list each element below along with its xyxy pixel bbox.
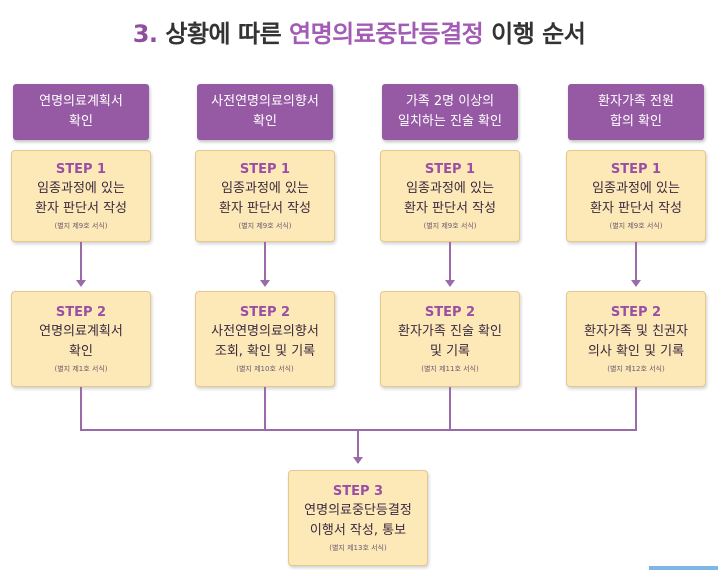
step1-desc: 임종과정에 있는 환자 판단서 작성: [219, 181, 311, 216]
connector-col1: [80, 242, 82, 280]
header-family-consensus-check: 환자가족 전원 합의 확인: [568, 84, 704, 140]
title-pre: 상황에 따른: [165, 20, 282, 48]
step1-note: (별지 제9호 서식): [423, 222, 477, 230]
step3-desc: 연명의료중단등결정 이행서 작성, 통보: [304, 503, 412, 538]
step2-desc: 환자가족 진술 확인 및 기록: [398, 324, 502, 359]
step1-box-col3: STEP 1 임종과정에 있는 환자 판단서 작성 (별지 제9호 서식): [380, 150, 520, 242]
step1-note: (별지 제9호 서식): [54, 222, 108, 230]
step2-desc: 사전연명의료의향서 조회, 확인 및 기록: [211, 324, 319, 359]
corner-decoration: [649, 566, 718, 570]
arrow-down-icon: [260, 280, 270, 287]
step3-note: (별지 제13호 서식): [329, 544, 387, 552]
step2-note: (별지 제11호 서식): [421, 365, 479, 373]
step2-label: STEP 2: [239, 305, 291, 320]
title-number: 3.: [132, 20, 158, 48]
step2-label: STEP 2: [55, 305, 107, 320]
arrow-down-icon: [353, 457, 363, 464]
step1-label: STEP 1: [424, 162, 476, 177]
step1-label: STEP 1: [239, 162, 291, 177]
step2-box-col2: STEP 2 사전연명의료의향서 조회, 확인 및 기록 (별지 제10호 서식…: [195, 291, 335, 387]
step2-note: (별지 제12호 서식): [607, 365, 665, 373]
merge-line-col1: [80, 387, 82, 431]
step1-desc: 임종과정에 있는 환자 판단서 작성: [404, 181, 496, 216]
step2-box-col3: STEP 2 환자가족 진술 확인 및 기록 (별지 제11호 서식): [380, 291, 520, 387]
arrow-down-icon: [445, 280, 455, 287]
merge-line-col4: [635, 387, 637, 431]
connector-col3: [449, 242, 451, 280]
step2-box-col1: STEP 2 연명의료계획서 확인 (별지 제1호 서식): [11, 291, 151, 387]
step2-note: (별지 제1호 서식): [54, 365, 108, 373]
page-title: 3. 상황에 따른 연명의료중단등결정 이행 순서: [0, 14, 718, 49]
title-highlight: 연명의료중단등결정: [289, 20, 484, 48]
merge-center-line: [357, 429, 359, 457]
header-family-statement-check: 가족 2명 이상의 일치하는 진술 확인: [382, 84, 518, 140]
step1-desc: 임종과정에 있는 환자 판단서 작성: [35, 181, 127, 216]
arrow-down-icon: [76, 280, 86, 287]
step1-note: (별지 제9호 서식): [609, 222, 663, 230]
step1-label: STEP 1: [610, 162, 662, 177]
connector-col2: [264, 242, 266, 280]
connector-col4: [635, 242, 637, 280]
step2-label: STEP 2: [610, 305, 662, 320]
header-plan-check: 연명의료계획서 확인: [13, 84, 149, 140]
step2-note: (별지 제10호 서식): [236, 365, 294, 373]
header-advance-directive-check: 사전연명의료의향서 확인: [197, 84, 333, 140]
arrow-down-icon: [631, 280, 641, 287]
step2-label: STEP 2: [424, 305, 476, 320]
step1-note: (별지 제9호 서식): [238, 222, 292, 230]
step2-box-col4: STEP 2 환자가족 및 친권자 의사 확인 및 기록 (별지 제12호 서식…: [566, 291, 706, 387]
step3-box: STEP 3 연명의료중단등결정 이행서 작성, 통보 (별지 제13호 서식): [288, 470, 428, 566]
merge-line-col3: [449, 387, 451, 431]
step3-label: STEP 3: [332, 484, 384, 499]
step2-desc: 연명의료계획서 확인: [39, 324, 123, 359]
title-post: 이행 순서: [491, 20, 586, 48]
step1-box-col4: STEP 1 임종과정에 있는 환자 판단서 작성 (별지 제9호 서식): [566, 150, 706, 242]
step1-label: STEP 1: [55, 162, 107, 177]
step1-box-col1: STEP 1 임종과정에 있는 환자 판단서 작성 (별지 제9호 서식): [11, 150, 151, 242]
merge-line-col2: [264, 387, 266, 431]
step1-desc: 임종과정에 있는 환자 판단서 작성: [590, 181, 682, 216]
step2-desc: 환자가족 및 친권자 의사 확인 및 기록: [584, 324, 688, 359]
step1-box-col2: STEP 1 임종과정에 있는 환자 판단서 작성 (별지 제9호 서식): [195, 150, 335, 242]
